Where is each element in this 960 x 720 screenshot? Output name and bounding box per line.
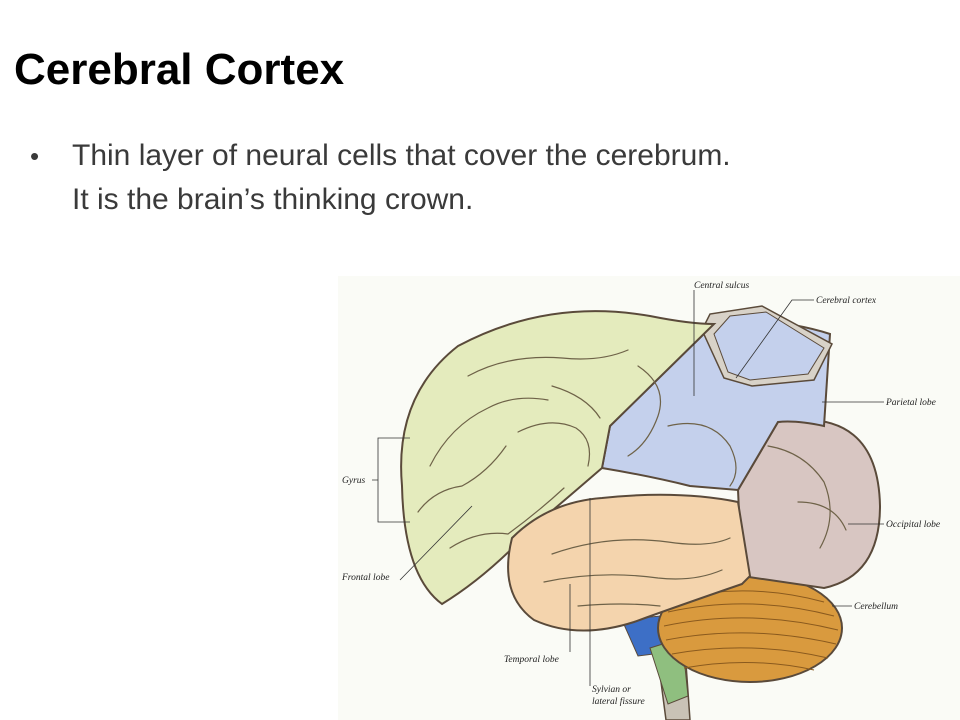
- label-cerebellum: Cerebellum: [854, 602, 898, 612]
- bullet-line-2: It is the brain’s thinking crown.: [72, 183, 474, 216]
- bullet-line-1: Thin layer of neural cells that cover th…: [72, 139, 731, 172]
- brain-diagram: Central sulcus Cerebral cortex Parietal …: [338, 276, 960, 720]
- cortex-cutaway-inner: [713, 311, 825, 381]
- bullet-marker: •: [30, 141, 40, 171]
- label-temporal-lobe: Temporal lobe: [504, 655, 559, 665]
- label-cerebral-cortex: Cerebral cortex: [816, 296, 877, 306]
- label-gyrus: Gyrus: [342, 476, 366, 486]
- label-parietal-lobe: Parietal lobe: [885, 398, 936, 408]
- leader-lines: [372, 290, 884, 686]
- label-central-sulcus: Central sulcus: [694, 281, 749, 291]
- slide-title: Cerebral Cortex: [14, 45, 345, 94]
- occipital-lobe-shape: [736, 418, 882, 590]
- bullet-item: • Thin layer of neural cells that cover …: [24, 134, 944, 222]
- label-frontal-lobe: Frontal lobe: [341, 573, 389, 583]
- gyri-texture: [417, 349, 847, 607]
- frontal-lobe-shape: [400, 310, 717, 606]
- cerebellum-folia: [663, 590, 839, 671]
- label-occipital-lobe: Occipital lobe: [886, 520, 940, 530]
- bullet-list: • Thin layer of neural cells that cover …: [24, 134, 944, 222]
- temporal-lobe-shape: [507, 493, 752, 632]
- label-sylvian-line1: Sylvian or: [592, 685, 631, 695]
- brain-illustration: Central sulcus Cerebral cortex Parietal …: [338, 276, 960, 720]
- label-sylvian-line2: lateral fissure: [592, 696, 645, 707]
